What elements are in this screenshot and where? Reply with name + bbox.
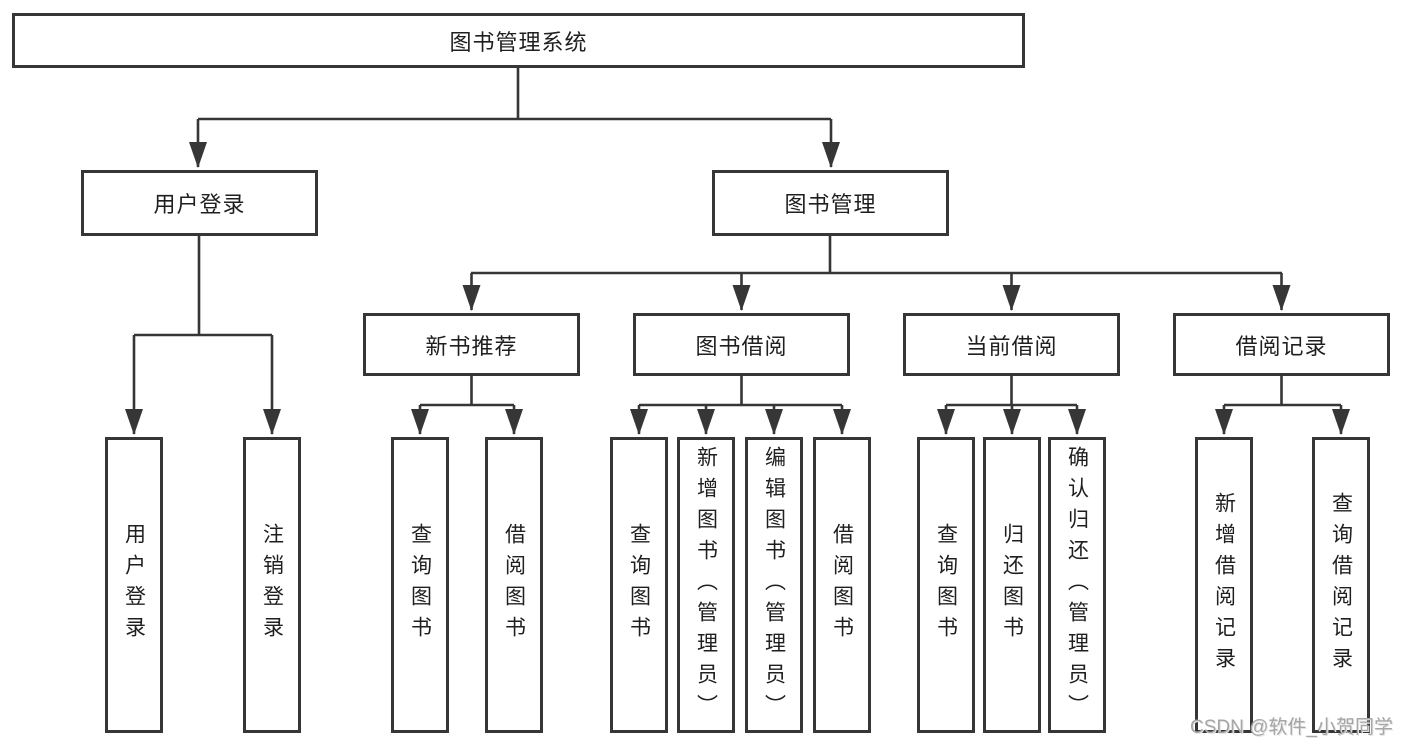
csdn-watermark: CSDN @软件_小贺同学 (1190, 717, 1393, 738)
leaf-add-borrow-record: 新增借阅记录 (1195, 437, 1253, 733)
connector-book-mgmt (471, 236, 1282, 275)
leaf-label: 借阅图书 (830, 523, 854, 647)
node-borrow-records: 借阅记录 (1173, 313, 1390, 376)
node-user-login: 用户登录 (81, 170, 318, 236)
leaf-label: 归还图书 (1000, 523, 1024, 647)
node-label: 图书管理系统 (449, 29, 588, 55)
leaf-label: 查询图书 (408, 523, 432, 647)
leaf-label: 编辑图书（管理员） (762, 445, 786, 725)
node-book-borrowing: 图书借阅 (633, 313, 850, 376)
leaf-return-books: 归还图书 (983, 437, 1041, 733)
leaf-label: 注销登录 (260, 523, 284, 647)
connector-book-borrow (639, 376, 842, 407)
node-current-borrowing: 当前借阅 (903, 313, 1120, 376)
leaf-confirm-return-admin: 确认归还（管理员） (1048, 437, 1106, 733)
node-library-management-system: 图书管理系统 (12, 13, 1025, 68)
leaf-edit-books-admin: 编辑图书（管理员） (745, 437, 803, 733)
leaf-borrow-books: 借阅图书 (813, 437, 871, 733)
connector-arrows (125, 119, 1350, 435)
leaf-label: 查询图书 (627, 523, 651, 647)
leaf-query-books: 查询图书 (917, 437, 975, 733)
leaf-label: 用户登录 (122, 523, 146, 647)
connector-borrow-records (1224, 376, 1341, 407)
leaf-label: 查询借阅记录 (1329, 492, 1353, 678)
node-label: 图书借阅 (695, 333, 788, 359)
leaf-label: 确认归还（管理员） (1065, 445, 1089, 725)
connector-new-book (420, 376, 514, 407)
node-label: 图书管理 (784, 192, 877, 217)
leaf-logout: 注销登录 (243, 437, 301, 733)
leaf-query-borrow-record: 查询借阅记录 (1312, 437, 1370, 733)
node-label: 新书推荐 (425, 333, 518, 359)
node-new-book-recommendation: 新书推荐 (363, 313, 580, 376)
leaf-label: 借阅图书 (502, 523, 526, 647)
connector-root (198, 68, 831, 121)
node-label: 当前借阅 (965, 333, 1058, 359)
node-label: 借阅记录 (1235, 333, 1328, 359)
connector-current-borrow (946, 376, 1077, 407)
node-label: 用户登录 (153, 192, 246, 217)
leaf-add-books-admin: 新增图书（管理员） (677, 437, 735, 733)
leaf-label: 查询图书 (934, 523, 958, 647)
leaf-query-books: 查询图书 (610, 437, 668, 733)
node-book-management: 图书管理 (712, 170, 949, 236)
leaf-query-books: 查询图书 (391, 437, 449, 733)
leaf-user-login: 用户登录 (105, 437, 163, 733)
leaf-label: 新增图书（管理员） (694, 445, 718, 725)
leaf-borrow-books: 借阅图书 (485, 437, 543, 733)
leaf-label: 新增借阅记录 (1212, 492, 1236, 678)
connector-user-login (134, 236, 272, 337)
